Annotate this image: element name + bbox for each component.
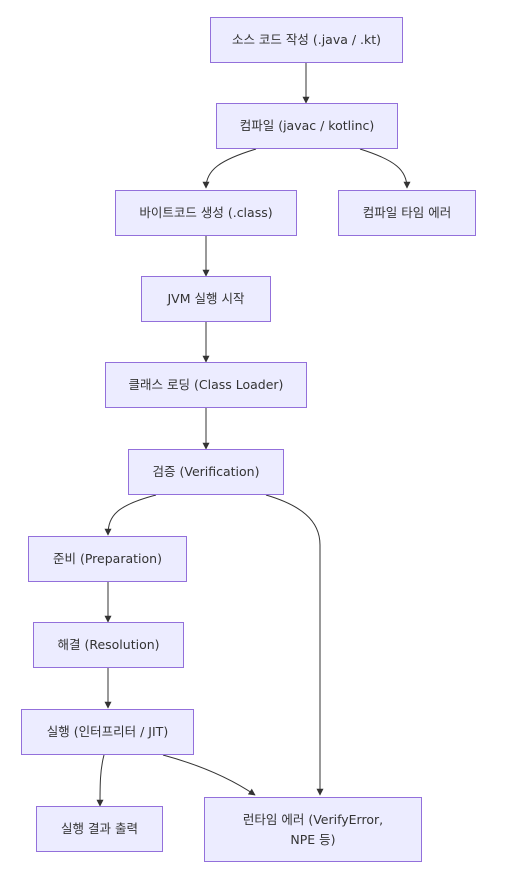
edge-verification-to-preparation bbox=[104, 494, 157, 536]
node-verification: 검증 (Verification) bbox=[128, 449, 284, 495]
node-compile-error-label: 컴파일 타임 에러 bbox=[362, 205, 452, 220]
node-execution: 실행 (인터프리터 / JIT) bbox=[21, 709, 194, 755]
node-class-loading-label: 클래스 로딩 (Class Loader) bbox=[128, 377, 284, 392]
node-execution-label: 실행 (인터프리터 / JIT) bbox=[46, 724, 169, 739]
node-source-code: 소스 코드 작성 (.java / .kt) bbox=[210, 17, 403, 63]
node-output-label: 실행 결과 출력 bbox=[61, 821, 138, 836]
edge-compile-to-compile-error bbox=[359, 148, 411, 189]
node-compile: 컴파일 (javac / kotlinc) bbox=[216, 103, 398, 149]
node-runtime-error-label: 런타임 에러 (VerifyError, NPE 등) bbox=[242, 811, 384, 847]
node-bytecode: 바이트코드 생성 (.class) bbox=[115, 190, 297, 236]
node-bytecode-label: 바이트코드 생성 (.class) bbox=[139, 205, 273, 220]
node-source-code-label: 소스 코드 작성 (.java / .kt) bbox=[231, 32, 382, 47]
node-compile-label: 컴파일 (javac / kotlinc) bbox=[239, 118, 375, 133]
edge-compile-to-bytecode bbox=[202, 148, 257, 189]
node-preparation-label: 준비 (Preparation) bbox=[53, 551, 162, 566]
edge-verification-to-runtime-error bbox=[265, 494, 324, 796]
node-runtime-error: 런타임 에러 (VerifyError, NPE 등) bbox=[204, 797, 422, 862]
node-jvm-start: JVM 실행 시작 bbox=[141, 276, 271, 322]
node-resolution: 해결 (Resolution) bbox=[33, 622, 184, 668]
node-compile-error: 컴파일 타임 에러 bbox=[338, 190, 476, 236]
node-jvm-start-label: JVM 실행 시작 bbox=[167, 291, 245, 306]
node-resolution-label: 해결 (Resolution) bbox=[57, 637, 160, 652]
edge-execution-to-output bbox=[96, 754, 105, 807]
edge-execution-to-runtime-error bbox=[162, 754, 256, 796]
node-output: 실행 결과 출력 bbox=[36, 806, 163, 852]
node-verification-label: 검증 (Verification) bbox=[152, 464, 260, 479]
node-preparation: 준비 (Preparation) bbox=[28, 536, 187, 582]
node-class-loading: 클래스 로딩 (Class Loader) bbox=[105, 362, 307, 408]
